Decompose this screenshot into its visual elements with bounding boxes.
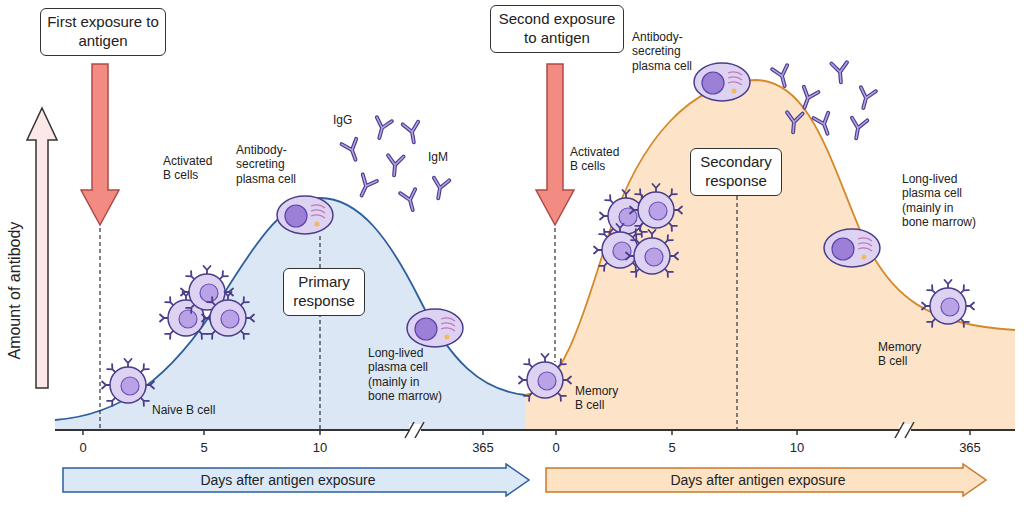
tick-number: 5 [652, 440, 692, 456]
antibody [772, 65, 792, 88]
axis-break [405, 422, 424, 438]
exposure-box: First exposure to antigen [40, 8, 166, 56]
antibody [849, 118, 868, 140]
secondary-curve [525, 80, 1015, 395]
dashed-guide [736, 196, 737, 430]
tick-mark [482, 430, 484, 435]
tick-mark [671, 430, 673, 435]
naive-b-cell [102, 359, 154, 406]
dashed-guide [554, 228, 555, 362]
secondary-area [525, 80, 1015, 430]
memory-b-cell [922, 280, 974, 327]
antibody [386, 155, 403, 176]
node-text: Days after antigen exposure [670, 472, 861, 488]
cell-label: Memory B cell [575, 384, 625, 413]
x-axis [55, 429, 1015, 431]
tick-number: 0 [536, 440, 576, 456]
tick-mark [969, 430, 971, 435]
tick-number: 365 [950, 440, 990, 456]
band-arrow [63, 464, 529, 496]
long-lived-plasma-cell [824, 229, 880, 267]
axis-label: Amount of antibody [5, 196, 24, 386]
node-text: Primary response [290, 273, 358, 311]
cell-label: Memory B cell [878, 340, 928, 369]
node-text: Secondary response [697, 153, 775, 191]
antibody [400, 189, 420, 212]
antibody [355, 174, 377, 198]
plasma-cell [694, 63, 750, 101]
axis-break [895, 422, 914, 438]
cell-label: Naive B cell [152, 403, 242, 417]
antibody [797, 87, 818, 111]
dashed-guide [99, 228, 100, 430]
antibody [814, 113, 835, 137]
tick-number: 365 [463, 440, 503, 456]
cell-label: Activated B cells [163, 154, 221, 183]
exposure-arrow [81, 64, 119, 225]
dashed-guide [319, 236, 320, 430]
response-box: Primary response [283, 268, 365, 316]
antibody [431, 178, 450, 200]
band-arrow [546, 464, 986, 496]
node-text: Days after antigen exposure [200, 472, 391, 488]
long-lived-plasma-cell [407, 309, 463, 347]
exposure-box: Second exposure to antigen [490, 5, 624, 53]
activated-b-cell [202, 292, 254, 339]
antibody [342, 139, 363, 163]
tick-number: 5 [184, 440, 224, 456]
tick-number: 0 [63, 440, 103, 456]
cell-label: Activated B cells [570, 145, 628, 174]
response-box: Secondary response [690, 148, 782, 196]
tick-mark [319, 430, 321, 435]
cell-label: Long-lived plasma cell (mainly in bone m… [902, 172, 980, 230]
primary-area [55, 198, 525, 430]
antibody-label: IgM [428, 150, 468, 164]
tick-number: 10 [777, 440, 817, 456]
tick-mark [796, 430, 798, 435]
cell-label: Long-lived plasma cell (mainly in bone m… [368, 346, 446, 404]
axis-band: Days after antigen exposure [62, 463, 530, 497]
antibody [785, 112, 802, 133]
tick-number: 10 [300, 440, 340, 456]
plasma-cell [277, 196, 333, 234]
antibody [856, 87, 876, 110]
cell-label: Antibody-secreting plasma cell [236, 143, 308, 186]
activated-b-cell [630, 184, 682, 231]
cell-label: Antibody-secreting plasma cell [632, 30, 704, 73]
exposure-arrow [536, 64, 574, 225]
axis-band: Days after antigen exposure [545, 463, 987, 497]
tick-mark [203, 430, 205, 435]
tick-mark [82, 430, 84, 435]
antibody-label: IgG [333, 113, 373, 127]
antibody [831, 62, 848, 83]
antibody [372, 117, 392, 140]
y-axis-arrow [27, 108, 57, 388]
antibody [403, 122, 422, 144]
activated-b-cell [626, 230, 678, 277]
tick-mark [555, 430, 557, 435]
node-text: First exposure to antigen [47, 13, 159, 51]
memory-b-cell [519, 354, 571, 401]
node-text: Second exposure to antigen [497, 10, 617, 48]
